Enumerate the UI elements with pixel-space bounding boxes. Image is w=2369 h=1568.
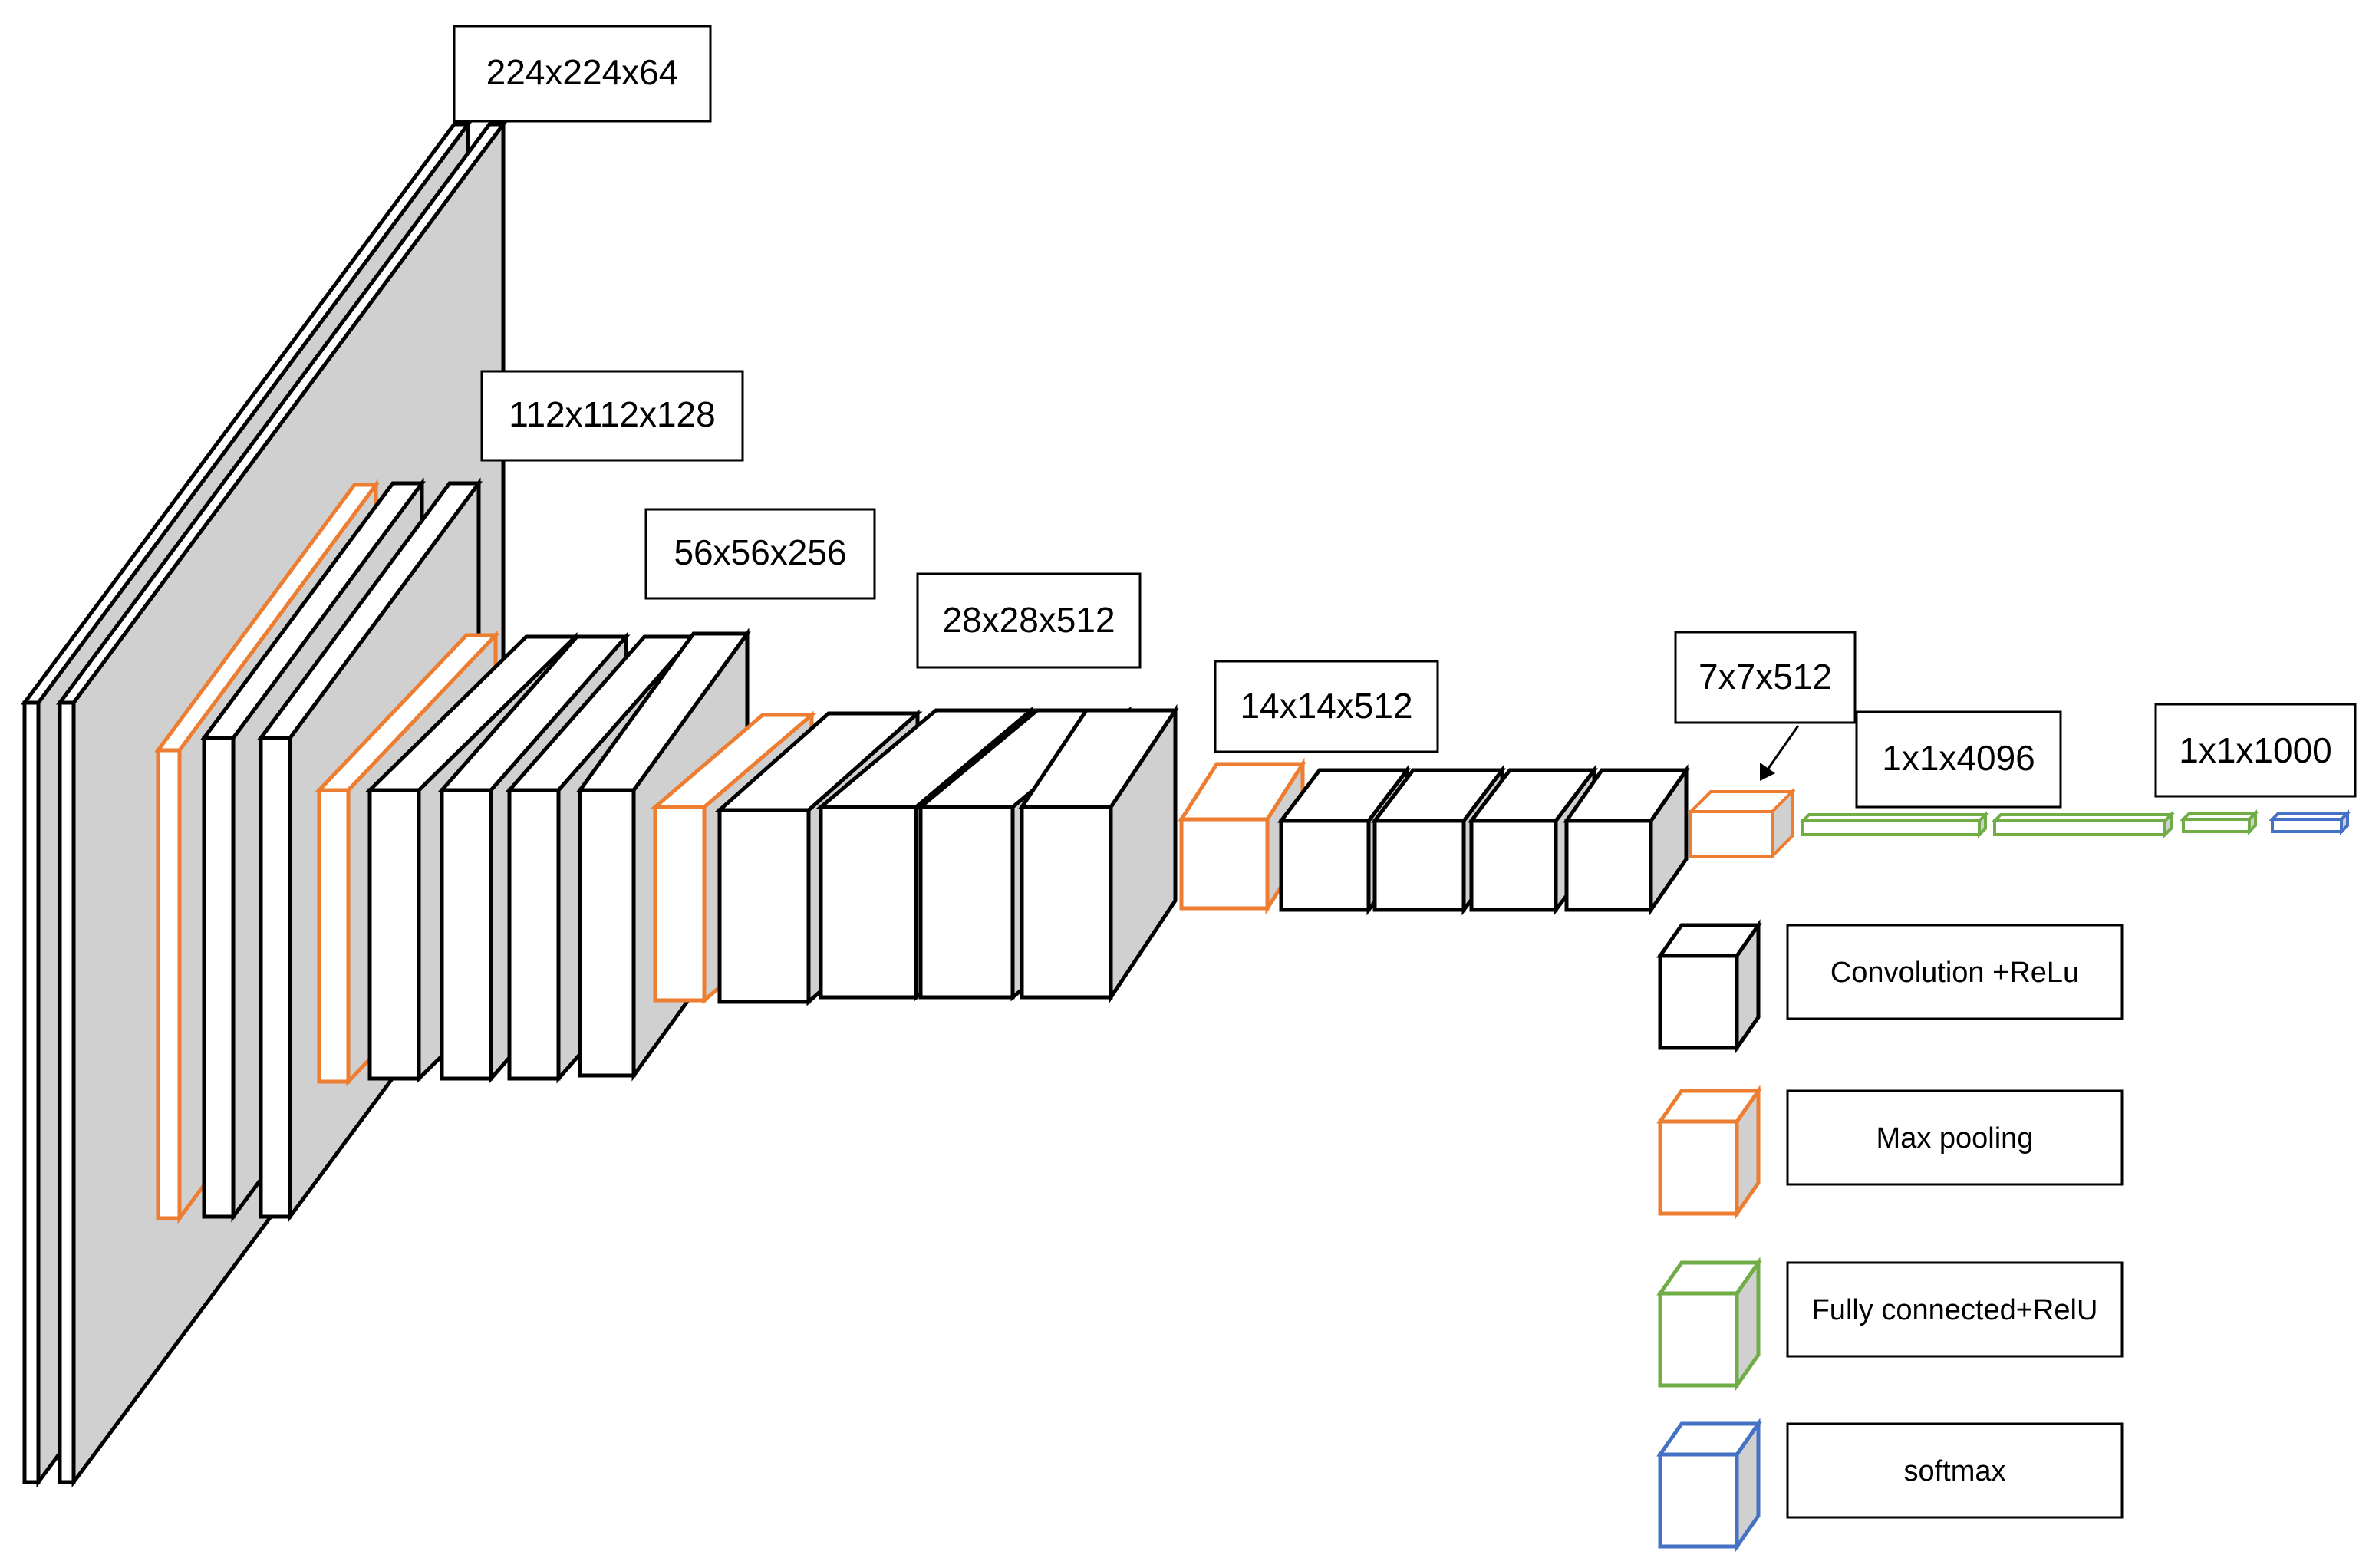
layer-labels: 224x224x64 112x112x128 56x56x256 28x28x5…: [453, 25, 2357, 809]
svg-text:112x112x128: 112x112x128: [509, 394, 715, 434]
svg-text:1x1x1000: 1x1x1000: [2179, 730, 2332, 770]
pool-block-5: [1687, 788, 1796, 860]
fc-block-3: [2180, 809, 2259, 835]
softmax-block: [2269, 809, 2351, 835]
label-7x7x512: 7x7x512: [1674, 631, 1857, 724]
fc-block-1: [1799, 811, 1989, 838]
svg-text:7x7x512: 7x7x512: [1698, 657, 1832, 697]
legend-pool-box: [1786, 1089, 2124, 1186]
legend-softmax-swatch: [1656, 1418, 1762, 1553]
label-112x112x128: 112x112x128: [480, 370, 744, 462]
label-56x56x256: 56x56x256: [644, 508, 876, 600]
layer-blocks: [21, 118, 2351, 1488]
conv-block-28-4: [1018, 703, 1179, 1004]
legend-softmax: softmax: [1656, 1418, 2124, 1553]
label-1x1x4096: 1x1x4096: [1855, 710, 2062, 809]
conv-block-14-4: [1563, 764, 1690, 916]
legend-softmax-label: softmax: [1903, 1455, 2005, 1487]
legend-conv-swatch: [1656, 919, 1762, 1054]
label-224x224x64: 224x224x64: [453, 25, 712, 123]
legend-conv-box: [1786, 924, 2124, 1020]
label-14x14x512: 14x14x512: [1214, 660, 1439, 753]
svg-text:28x28x512: 28x28x512: [942, 600, 1115, 640]
svg-text:56x56x256: 56x56x256: [674, 532, 846, 572]
legend-conv-label: Convolution +ReLu: [1830, 957, 2079, 989]
legend-softmax-box: [1786, 1422, 2124, 1519]
svg-text:1x1x4096: 1x1x4096: [1882, 738, 2035, 778]
legend-fc-box: [1786, 1261, 2124, 1358]
pool-block-4: [1178, 757, 1306, 915]
legend-fc: Fully connected+RelU: [1656, 1257, 2124, 1392]
fc-block-2: [1991, 811, 2175, 838]
legend-fc-label: Fully connected+RelU: [1812, 1294, 2098, 1326]
arrow-to-7x7x512: [1760, 725, 1800, 781]
label-28x28x512: 28x28x512: [916, 572, 1142, 669]
legend-pool-label: Max pooling: [1876, 1122, 2034, 1155]
legend-conv: Convolution +ReLu: [1656, 919, 2124, 1054]
svg-text:14x14x512: 14x14x512: [1240, 686, 1412, 726]
legend-fc-swatch: [1656, 1257, 1762, 1392]
legend-pool-swatch: [1656, 1085, 1762, 1220]
label-1x1x1000: 1x1x1000: [2154, 703, 2357, 798]
svg-text:224x224x64: 224x224x64: [486, 52, 679, 92]
legend-pool: Max pooling: [1656, 1085, 2124, 1220]
